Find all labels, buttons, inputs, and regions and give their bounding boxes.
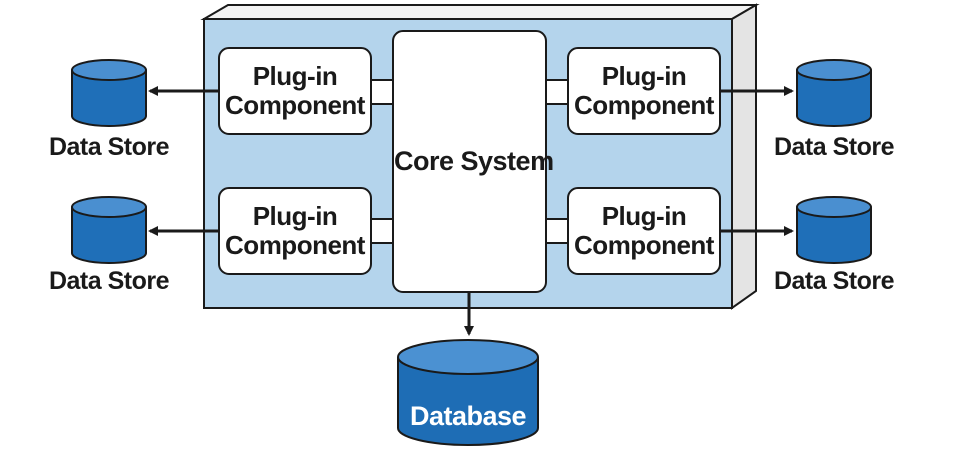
data-store-icon: [796, 59, 872, 127]
plugin-label-line1: Plug-in: [601, 201, 687, 231]
plugin-label-line1: Plug-in: [252, 61, 338, 91]
plugin-label-bottom-right: Plug-in Component: [569, 202, 719, 260]
plugin-label-line2: Component: [225, 230, 365, 260]
data-store-icon: [71, 59, 147, 127]
data-store-icon: [71, 196, 147, 264]
data-store-label: Data Store: [773, 267, 895, 295]
store-arrows: [148, 86, 794, 336]
core-system-label: Core System: [394, 146, 554, 176]
plugin-label-line1: Plug-in: [252, 201, 338, 231]
plugin-label-line2: Component: [574, 230, 714, 260]
data-store-icon: [796, 196, 872, 264]
plugin-label-line2: Component: [225, 90, 365, 120]
database-icon: [397, 339, 539, 446]
plugin-label-top-right: Plug-in Component: [569, 62, 719, 120]
database-label: Database: [409, 401, 527, 431]
plugin-label-bottom-left: Plug-in Component: [220, 202, 370, 260]
data-store-label: Data Store: [48, 267, 170, 295]
plugin-label-top-left: Plug-in Component: [220, 62, 370, 120]
data-store-label: Data Store: [773, 133, 895, 161]
plugin-label-line1: Plug-in: [601, 61, 687, 91]
data-store-label: Data Store: [48, 133, 170, 161]
plugin-label-line2: Component: [574, 90, 714, 120]
